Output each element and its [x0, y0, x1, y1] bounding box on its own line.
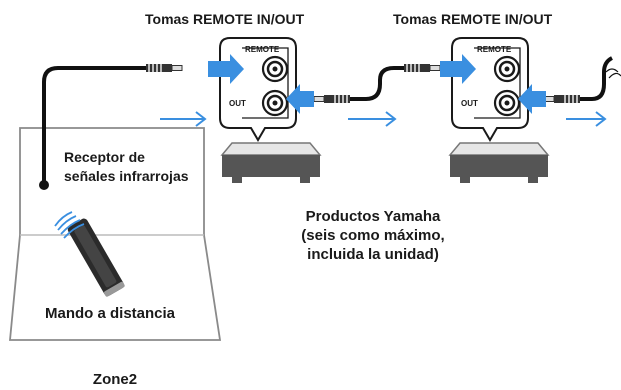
label-remote-jacks-right: Tomas REMOTE IN/OUT: [393, 11, 553, 27]
plug-link-out: [313, 94, 351, 104]
jack-out-label-left: OUT: [229, 99, 246, 108]
ir-receiver: [39, 180, 49, 190]
arrow-in-right: [440, 54, 476, 84]
label-ir-receiver-1: Receptor de: [64, 149, 145, 165]
plug-link-in: [403, 63, 441, 73]
ir-receiver-cable: [42, 66, 146, 184]
label-products-1: Productos Yamaha: [306, 208, 441, 225]
label-zone: Zone2: [93, 371, 137, 388]
link-cable: [350, 66, 404, 101]
flow-arrow-1: [160, 111, 207, 127]
flow-arrow-3: [566, 111, 607, 127]
label-remote-control: Mando a distancia: [45, 305, 176, 322]
flow-arrow-2: [348, 111, 397, 127]
arrow-in-left: [208, 54, 244, 84]
label-ir-receiver-2: señales infrarrojas: [64, 168, 189, 184]
label-products-2: (seis como máximo,: [301, 227, 444, 244]
arrow-out-right: [518, 84, 546, 114]
signal-flow-arrows: [160, 111, 607, 127]
yamaha-device-right: [449, 142, 549, 184]
plug-continue: [543, 94, 581, 104]
continue-cable: [580, 56, 613, 101]
remote-control: [54, 211, 125, 297]
label-remote-jacks-left: Tomas REMOTE IN/OUT: [145, 11, 305, 27]
jack-out-label-right: OUT: [461, 99, 478, 108]
label-products-3: incluida la unidad): [307, 246, 439, 263]
ir-signal-waves: [54, 211, 85, 239]
jack-panel-title-right: REMOTE: [477, 45, 512, 54]
yamaha-device-left: [221, 142, 321, 184]
cable-end-wave: [605, 68, 621, 79]
plug-ir-cable: [145, 63, 183, 73]
arrow-out-left: [286, 84, 314, 114]
jack-panel-title-left: REMOTE: [245, 45, 280, 54]
